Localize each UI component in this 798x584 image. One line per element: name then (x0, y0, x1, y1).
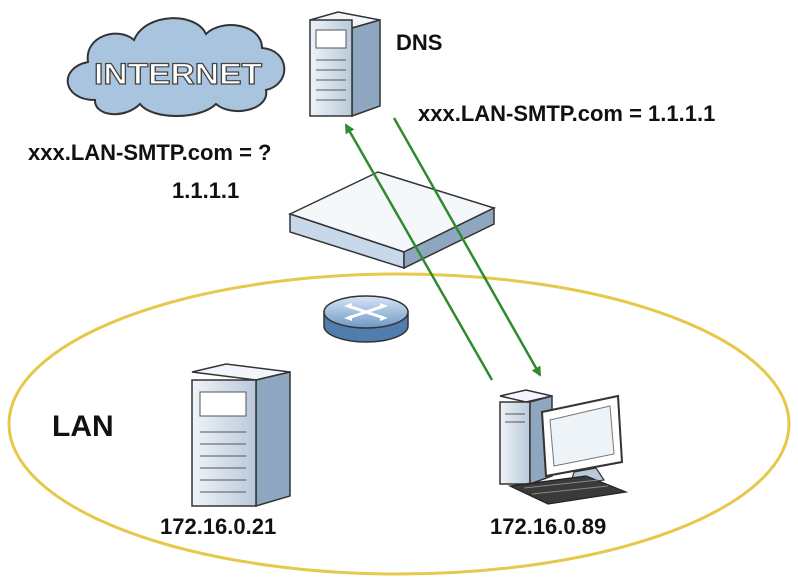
dns-label: DNS (396, 30, 443, 55)
lan-server-icon (191, 363, 291, 508)
internet-cloud-icon: INTERNET (66, 17, 286, 117)
switch-appliance-icon (287, 171, 497, 270)
lan-label: LAN (52, 410, 114, 443)
dns-server-icon (309, 11, 381, 118)
lan-pc-ip-label: 172.16.0.89 (490, 514, 607, 539)
dns-response-label: xxx.LAN-SMTP.com = 1.1.1.1 (418, 101, 716, 126)
dns-query-arrow (344, 123, 494, 381)
lan-boundary (7, 272, 791, 576)
dns-response-arrow (392, 117, 542, 377)
internet-cloud-label: INTERNET (94, 58, 262, 91)
resolved-ip-label: 1.1.1.1 (172, 178, 240, 203)
lan-pc-icon (499, 389, 629, 505)
router-icon (323, 295, 409, 343)
lan-server-ip-label: 172.16.0.21 (160, 514, 277, 539)
dns-query-label: xxx.LAN-SMTP.com = ? (28, 140, 272, 165)
